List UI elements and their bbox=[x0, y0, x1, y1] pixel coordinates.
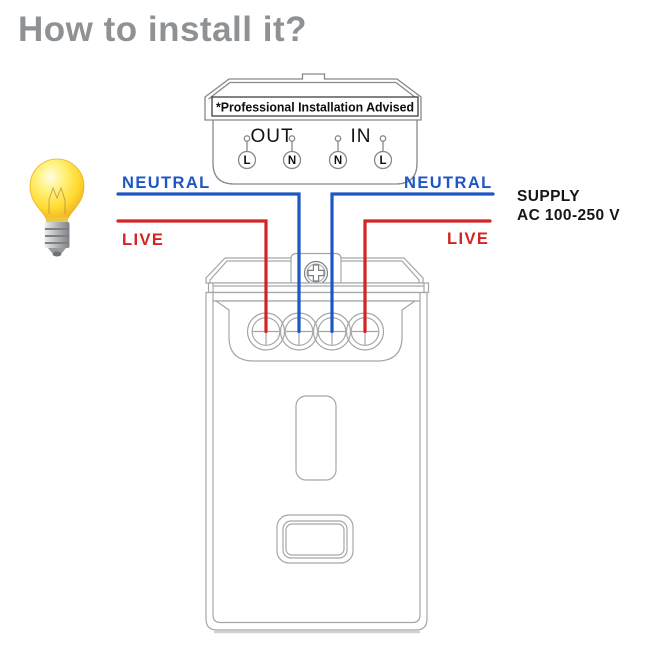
connector-lower-shell bbox=[212, 109, 418, 185]
terminal-in-l: L bbox=[373, 135, 393, 170]
neutral-label-left: NEUTRAL bbox=[122, 174, 211, 192]
bulb-filament bbox=[48, 186, 66, 214]
terminal-letter: L bbox=[243, 155, 250, 167]
terminal-out-n: N bbox=[282, 135, 302, 170]
supply-label-line1: SUPPLY bbox=[517, 188, 580, 205]
live-label-left: LIVE bbox=[122, 231, 164, 249]
terminal-out-l: L bbox=[237, 135, 257, 170]
terminal-in-n: N bbox=[328, 135, 348, 170]
body-inner-line bbox=[212, 292, 421, 624]
wires bbox=[116, 192, 495, 334]
reset-button bbox=[276, 514, 354, 564]
neutral-wire-right bbox=[330, 192, 495, 334]
out-label: OUT bbox=[250, 126, 293, 147]
led-window bbox=[295, 395, 337, 481]
live-wire-right bbox=[363, 219, 492, 334]
light-bulb-icon bbox=[29, 158, 85, 257]
live-wire-left bbox=[116, 219, 268, 334]
bulb-globe bbox=[29, 158, 85, 220]
flange-detail-lines bbox=[212, 283, 425, 293]
bulb-neck bbox=[46, 217, 68, 223]
advisory-box bbox=[211, 96, 419, 117]
bulb-threads bbox=[45, 228, 69, 244]
flange-bar bbox=[207, 282, 430, 294]
device-body bbox=[205, 252, 430, 634]
terminal-letter: L bbox=[379, 155, 386, 167]
wire-labels: NEUTRAL LIVE NEUTRAL LIVE SUPPLY AC 100-… bbox=[122, 174, 620, 249]
terminal-circle bbox=[237, 150, 257, 170]
terminal-letter: N bbox=[334, 155, 342, 167]
page-title: How to install it? bbox=[18, 10, 307, 49]
terminal-circle bbox=[373, 150, 393, 170]
bulb-contact-tip bbox=[52, 251, 62, 257]
terminal-circle bbox=[282, 150, 302, 170]
in-label: IN bbox=[351, 126, 372, 147]
body-base-shadow bbox=[214, 630, 420, 634]
advisory-label: *Professional Installation Advised bbox=[216, 101, 414, 115]
terminal-letter: N bbox=[288, 155, 296, 167]
supply-label-line2: AC 100-250 V bbox=[517, 207, 620, 224]
neutral-wire-left bbox=[116, 192, 301, 334]
phillips-screw-icon bbox=[303, 260, 329, 286]
bulb-base-taper bbox=[48, 248, 66, 253]
terminal-circle bbox=[328, 150, 348, 170]
connector-block: *Professional Installation Advised OUT I… bbox=[204, 73, 422, 185]
neutral-label-right: NEUTRAL bbox=[404, 174, 493, 192]
connector-shell-inner-line bbox=[208, 81, 418, 100]
live-label-right: LIVE bbox=[447, 230, 489, 248]
